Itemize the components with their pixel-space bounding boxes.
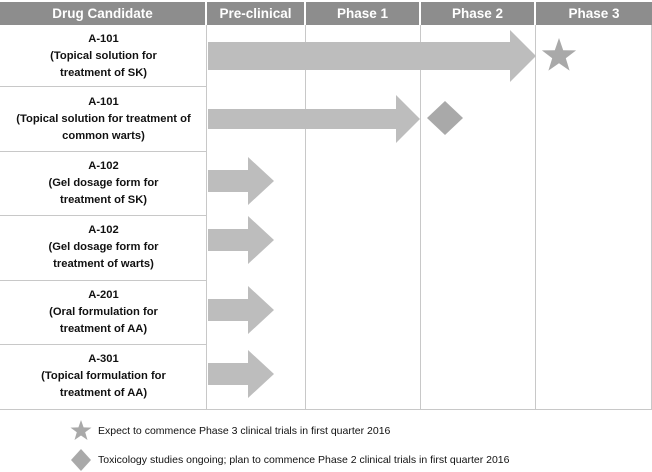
- candidate-description: treatment of warts): [53, 258, 154, 270]
- progress-arrow-row-1: [208, 30, 536, 82]
- row-separator: [0, 151, 207, 152]
- candidate-name: A-102: [88, 224, 119, 236]
- row-separator: [0, 344, 207, 345]
- header-preclinical: Pre-clinical: [207, 2, 304, 25]
- candidate-description: common warts): [62, 130, 145, 142]
- header-drug-candidate: Drug Candidate: [0, 2, 205, 25]
- candidate-description: (Topical formulation for: [41, 370, 166, 382]
- candidate-description: (Topical solution for treatment of: [16, 113, 191, 125]
- candidate-row-2: A-101 (Topical solution for treatment of…: [0, 94, 207, 145]
- candidate-row-3: A-102 (Gel dosage form for treatment of …: [0, 158, 207, 209]
- legend-diamond-text: Toxicology studies ongoing; plan to comm…: [98, 454, 510, 466]
- row-separator: [0, 86, 207, 87]
- grid-line: [206, 25, 207, 410]
- candidate-row-4: A-102 (Gel dosage form for treatment of …: [0, 222, 207, 273]
- status-diamond-icon: [427, 101, 463, 135]
- candidate-name: A-301: [88, 353, 119, 365]
- candidate-description: (Gel dosage form for: [48, 241, 159, 253]
- status-star-icon: [541, 38, 577, 71]
- candidate-description: (Gel dosage form for: [48, 177, 159, 189]
- candidate-row-6: A-301 (Topical formulation for treatment…: [0, 351, 207, 402]
- candidate-name: A-101: [88, 33, 119, 45]
- candidate-name: A-102: [88, 160, 119, 172]
- grid-line: [420, 25, 421, 410]
- candidate-description: treatment of SK): [59, 67, 148, 79]
- candidate-description: (Topical solution for: [50, 50, 157, 62]
- candidate-description: treatment of AA): [59, 387, 148, 399]
- grid-line: [535, 25, 536, 410]
- header-phase-3: Phase 3: [536, 2, 652, 25]
- legend-star-icon: [70, 420, 92, 440]
- candidate-row-1: A-101 (Topical solution for treatment of…: [0, 31, 207, 82]
- progress-arrow-row-6: [208, 350, 274, 398]
- row-separator: [0, 409, 652, 410]
- progress-arrow-row-5: [208, 286, 274, 334]
- candidate-row-5: A-201 (Oral formulation for treatment of…: [0, 287, 207, 338]
- legend-item-star: Expect to commence Phase 3 clinical tria…: [70, 420, 390, 442]
- grid-line: [305, 25, 306, 410]
- candidate-description: treatment of AA): [59, 323, 148, 335]
- progress-arrow-row-4: [208, 216, 274, 264]
- candidate-name: A-101: [88, 96, 119, 108]
- candidate-name: A-201: [88, 289, 119, 301]
- legend-item-diamond: Toxicology studies ongoing; plan to comm…: [70, 449, 509, 471]
- row-separator: [0, 215, 207, 216]
- legend-diamond-icon: [71, 449, 91, 471]
- row-separator: [0, 280, 207, 281]
- header-phase-1: Phase 1: [306, 2, 419, 25]
- progress-arrow-row-3: [208, 157, 274, 205]
- candidate-description: (Oral formulation for: [49, 306, 158, 318]
- candidate-description: treatment of SK): [59, 194, 148, 206]
- progress-arrow-row-2: [208, 95, 420, 143]
- header-phase-2: Phase 2: [421, 2, 534, 25]
- legend-star-text: Expect to commence Phase 3 clinical tria…: [98, 425, 391, 437]
